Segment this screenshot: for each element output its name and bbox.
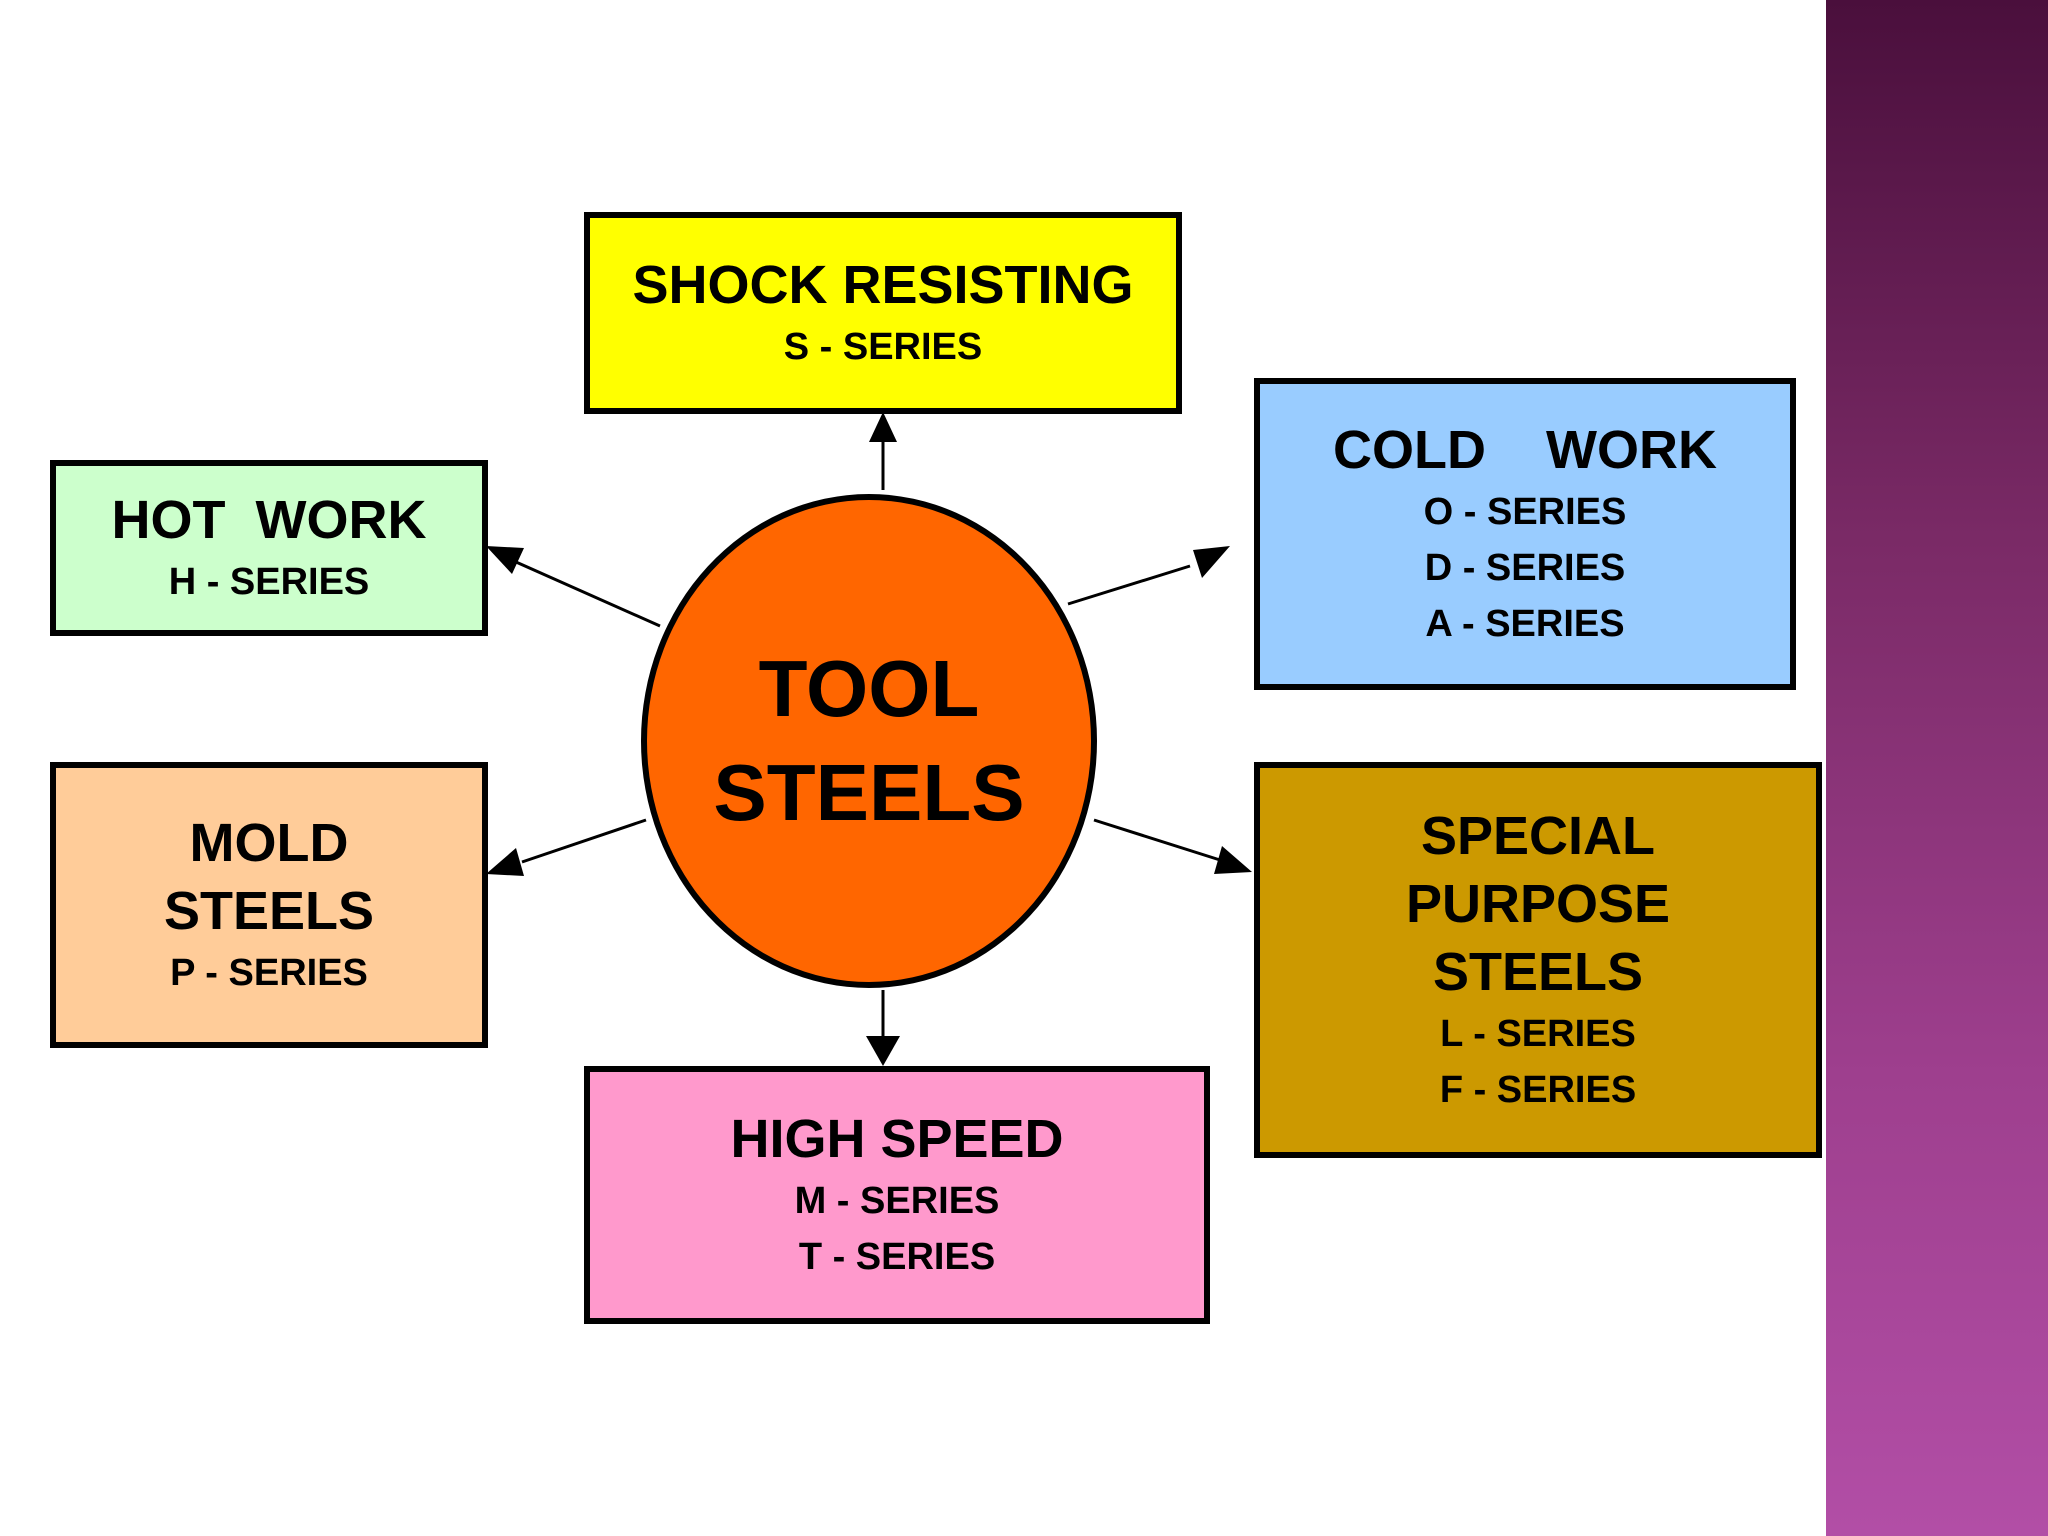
tool-steels-hub: TOOL STEELS xyxy=(641,494,1097,988)
series-label: H - SERIES xyxy=(168,561,370,603)
hub-label: STEELS xyxy=(713,748,1025,837)
hub-label: TOOL xyxy=(758,644,980,733)
series-label: T - SERIES xyxy=(798,1236,996,1278)
arrowhead-special xyxy=(1214,846,1252,874)
arrowhead-highspeed xyxy=(866,1036,900,1066)
mold-steels-box: MOLD STEELS P - SERIES xyxy=(50,762,488,1048)
series-label: P - SERIES xyxy=(170,952,368,994)
series-label: A - SERIES xyxy=(1425,603,1625,645)
arrowhead-hot xyxy=(486,546,524,574)
series-label: F - SERIES xyxy=(1439,1069,1637,1111)
series-label: S - SERIES xyxy=(783,326,983,368)
arrow-to-special xyxy=(1093,818,1221,862)
arrowhead-cold xyxy=(1193,546,1230,578)
hot-work-box: HOT WORK H - SERIES xyxy=(50,460,488,636)
box-title: HIGH SPEED xyxy=(730,1109,1064,1169)
box-title: MOLD xyxy=(189,813,349,873)
box-title: SPECIAL xyxy=(1420,806,1656,866)
box-title: SHOCK RESISTING xyxy=(632,255,1134,315)
high-speed-box: HIGH SPEED M - SERIES T - SERIES xyxy=(584,1066,1210,1324)
box-title: PURPOSE xyxy=(1405,874,1671,934)
arrow-to-cold xyxy=(1067,564,1191,606)
arrowhead-shock xyxy=(869,412,897,442)
box-title: COLD WORK xyxy=(1333,420,1717,480)
series-label: O - SERIES xyxy=(1423,491,1627,533)
arrowhead-mold xyxy=(486,848,524,876)
series-label: D - SERIES xyxy=(1424,547,1626,589)
cold-work-box: COLD WORK O - SERIES D - SERIES A - SERI… xyxy=(1254,378,1796,690)
series-label: M - SERIES xyxy=(794,1180,1000,1222)
arrow-to-hot xyxy=(515,560,661,628)
series-label: L - SERIES xyxy=(1440,1013,1636,1055)
box-title: STEELS xyxy=(163,881,375,941)
box-title: STEELS xyxy=(1432,942,1644,1002)
special-purpose-box: SPECIAL PURPOSE STEELS L - SERIES F - SE… xyxy=(1254,762,1822,1158)
box-title: HOT WORK xyxy=(111,490,427,550)
shock-resisting-box: SHOCK RESISTING S - SERIES xyxy=(584,212,1182,414)
arrow-to-mold xyxy=(521,818,647,864)
side-decoration-band xyxy=(1826,0,2048,1536)
